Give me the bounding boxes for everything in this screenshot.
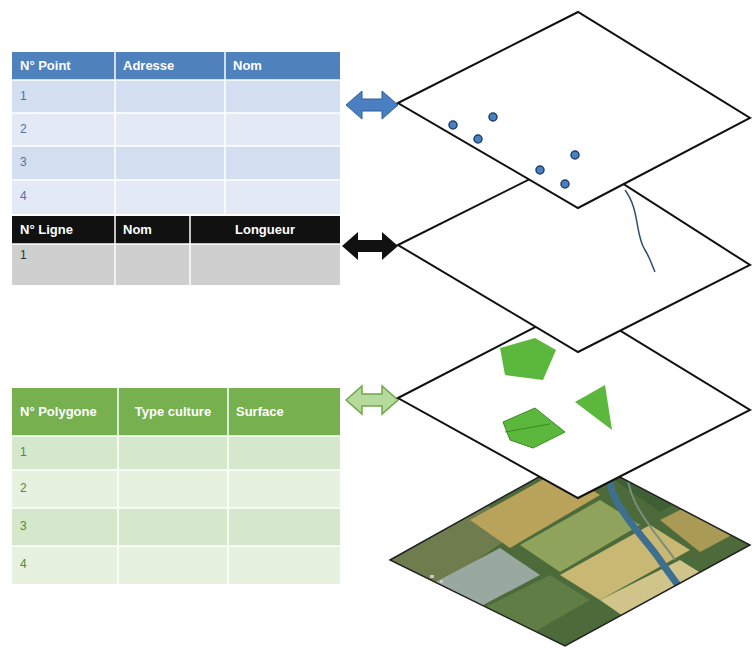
- cell-text: 3: [20, 156, 27, 170]
- cell-text: N° Polygone: [20, 405, 97, 420]
- table-cell: Type culture: [118, 388, 228, 436]
- table-cell: Nom: [115, 216, 190, 244]
- table-cell: N° Polygone: [12, 388, 118, 436]
- cell-text: Type culture: [135, 405, 211, 420]
- table-cell: 2: [12, 113, 115, 146]
- table-cell: 1: [12, 80, 115, 113]
- cell-text: 2: [20, 123, 27, 137]
- cell-text: N° Ligne: [20, 223, 73, 238]
- cell-text: Surface: [236, 405, 284, 420]
- table-cell: 3: [12, 508, 118, 546]
- table-cell: 1: [12, 244, 115, 268]
- cell-text: Longueur: [235, 223, 295, 238]
- table-cell: Surface: [228, 388, 340, 436]
- table-cell: N° Ligne: [12, 216, 115, 244]
- cell-text: 1: [20, 90, 27, 104]
- cell-text: N° Point: [20, 59, 71, 74]
- table-cell: 4: [12, 546, 118, 584]
- cell-text: 1: [20, 249, 27, 263]
- cell-text: 3: [20, 520, 27, 534]
- table-cell: 2: [12, 470, 118, 508]
- cell-text: Nom: [123, 223, 152, 238]
- cell-text: 1: [20, 446, 27, 460]
- table-cell: 1: [12, 436, 118, 470]
- table-cell: N° Point: [12, 52, 115, 80]
- cell-text: Adresse: [123, 59, 174, 74]
- table-cell: 3: [12, 146, 115, 180]
- cell-text: Nom: [233, 59, 262, 74]
- table-cell: Nom: [225, 52, 340, 80]
- cell-text: 4: [20, 558, 27, 572]
- table-cell: 4: [12, 180, 115, 214]
- cell-text: 4: [20, 190, 27, 204]
- table-cell: Adresse: [115, 52, 225, 80]
- cell-text: 2: [20, 482, 27, 496]
- table-cell: Longueur: [190, 216, 340, 244]
